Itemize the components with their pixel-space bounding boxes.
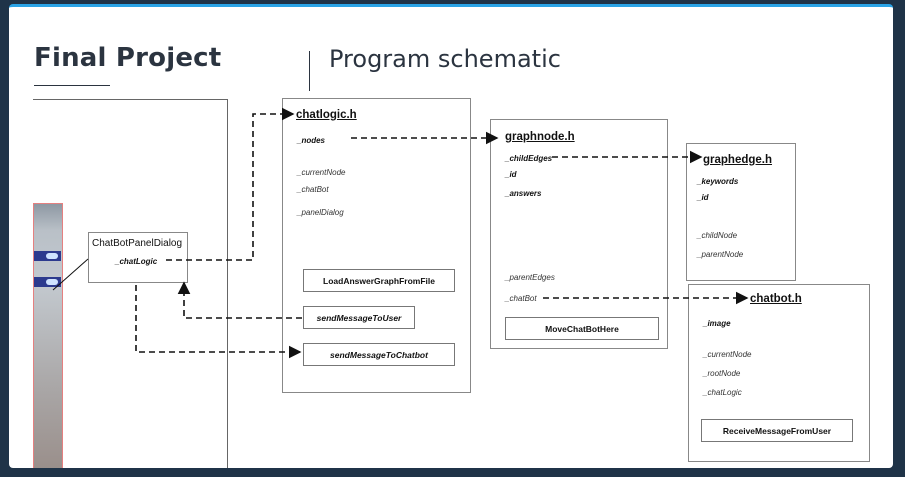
arrow-panel-to-chatlogic — [166, 107, 295, 261]
graphnode-field: _id — [505, 170, 517, 179]
chatbot-field: _rootNode — [703, 369, 741, 378]
preview-link-line — [52, 258, 89, 291]
panel-dialog-box: ChatBotPanelDialog _chatLogic — [88, 232, 188, 283]
chatbot-field: _currentNode — [703, 350, 752, 359]
panel-dialog-member: _chatLogic — [115, 257, 158, 266]
graphnode-field: _childEdges — [505, 154, 553, 163]
frame-top-line — [33, 99, 228, 100]
panel-dialog-title: ChatBotPanelDialog — [92, 238, 183, 249]
chatlogic-field: _nodes — [297, 136, 326, 145]
graphedge-field: _parentNode — [697, 250, 744, 259]
chatbot-title: chatbot.h — [750, 293, 802, 305]
graphnode-field: _chatBot — [505, 294, 537, 303]
chat-window-preview — [33, 203, 63, 468]
connector-arrows — [52, 107, 749, 359]
graphnode-function: MoveChatBotHere — [505, 317, 659, 340]
preview-message-bar — [34, 277, 61, 287]
graphnode-box: graphnode.h _childEdges _id _answers _pa… — [490, 119, 668, 349]
chatlogic-field: _panelDialog — [297, 208, 344, 217]
graphedge-field: _childNode — [697, 231, 738, 240]
preview-message-bar — [34, 251, 61, 261]
graphnode-field: _answers — [505, 189, 542, 198]
chatlogic-field: _currentNode — [297, 168, 346, 177]
chatlogic-title: chatlogic.h — [296, 109, 357, 121]
chatbot-field: _image — [703, 319, 731, 328]
slide-title: Final Project — [34, 43, 222, 73]
graphedge-box: graphedge.h _keywords _id _childNode _pa… — [686, 143, 796, 281]
graphedge-field: _id — [697, 193, 709, 202]
chatbot-function: ReceiveMessageFromUser — [701, 419, 853, 442]
slide-subtitle: Program schematic — [329, 45, 561, 73]
chatlogic-function: LoadAnswerGraphFromFile — [303, 269, 455, 292]
graphedge-field: _keywords — [697, 177, 739, 186]
chatbot-field: _chatLogic — [703, 388, 742, 397]
chatlogic-field: _chatBot — [297, 185, 329, 194]
title-separator — [309, 51, 310, 91]
arrow-sendmessagetouser-to-panel — [177, 281, 302, 319]
graphnode-field: _parentEdges — [505, 273, 555, 282]
slide: Final Project Program schematic ChatBotP… — [9, 4, 893, 468]
graphedge-title: graphedge.h — [703, 154, 773, 166]
chatlogic-function: sendMessageToUser — [303, 306, 415, 329]
chatlogic-box: chatlogic.h _nodes _currentNode _chatBot… — [282, 98, 471, 393]
graphnode-title: graphnode.h — [505, 131, 575, 143]
title-underline — [34, 85, 110, 86]
chatlogic-function: sendMessageToChatbot — [303, 343, 455, 366]
frame-right-line — [227, 99, 228, 468]
chatbot-box: chatbot.h _image _currentNode _rootNode … — [688, 284, 870, 462]
arrow-panel-to-sendmessagetochatbot — [135, 285, 302, 359]
